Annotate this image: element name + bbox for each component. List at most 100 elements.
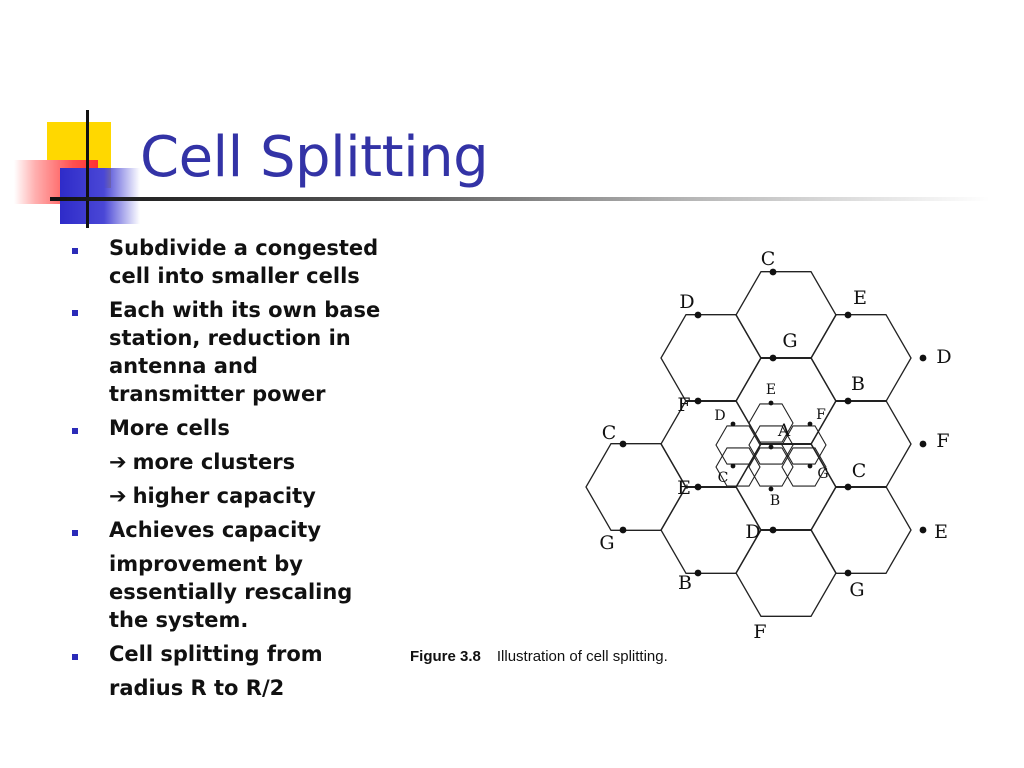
- bullet-line: transmitter power: [109, 382, 326, 406]
- large-cell-label: C: [852, 460, 867, 482]
- small-station-dot: [730, 421, 736, 427]
- large-cell-hexagon: [585, 443, 687, 531]
- base-station-dot: [619, 440, 627, 448]
- bullet-line: Each with its own base: [109, 298, 381, 322]
- bullet-marker: [72, 530, 78, 536]
- bullet-item: Subdivide a congested cell into smaller …: [70, 234, 405, 290]
- bullet-line: antenna and: [109, 354, 258, 378]
- bullet-line: essentially rescaling: [109, 580, 353, 604]
- small-station-dot: [807, 463, 813, 469]
- large-hex-grid: [585, 271, 912, 617]
- sub-item-text: higher capacity: [132, 484, 316, 508]
- bullet-item: Achieves capacity improvement by essenti…: [70, 516, 405, 634]
- sub-item: ➔higher capacity: [70, 482, 405, 510]
- base-station-dot: [919, 440, 927, 448]
- bullet-marker: [72, 428, 78, 434]
- bullet-item: Cell splitting from radius R to R/2: [70, 640, 405, 702]
- base-station-dot: [694, 569, 702, 577]
- slide-title: Cell Splitting: [140, 125, 489, 190]
- bullet-item: Each with its own base station, reductio…: [70, 296, 405, 408]
- large-cell-label: F: [753, 621, 766, 643]
- base-station-dot: [919, 526, 927, 534]
- figure-number: Figure 3.8: [410, 648, 481, 665]
- base-station-dot: [619, 526, 627, 534]
- large-cell-hexagon: [660, 314, 762, 402]
- bullet-line: cell into smaller cells: [109, 264, 360, 288]
- small-station-dot: [768, 444, 774, 450]
- base-station-dot: [769, 268, 777, 276]
- large-cell-hexagon: [735, 529, 837, 617]
- large-cell-label: D: [936, 346, 951, 368]
- small-cell-hexagon: [715, 425, 761, 465]
- large-cell-label: G: [599, 532, 614, 554]
- sub-item-text: more clusters: [132, 450, 296, 474]
- base-station-dot: [919, 354, 927, 362]
- bullet-line: More cells: [109, 416, 230, 440]
- base-station-dot: [844, 311, 852, 319]
- base-station-dot: [694, 311, 702, 319]
- small-cell-hexagon: [781, 447, 827, 487]
- large-cell-hexagon: [660, 400, 762, 488]
- large-cell-label: G: [782, 330, 797, 352]
- small-cell-labels: E D F A C G B: [714, 382, 828, 509]
- base-station-dot: [694, 397, 702, 405]
- large-cell-label: D: [745, 521, 760, 543]
- right-arrow-icon: ➔: [109, 484, 127, 508]
- large-cell-label: B: [678, 572, 692, 594]
- figure-caption: Figure 3.8 Illustration of cell splitting…: [410, 648, 668, 665]
- bullet-marker: [72, 654, 78, 660]
- bullet-marker: [72, 248, 78, 254]
- large-cell-label: C: [602, 422, 617, 444]
- base-station-dot: [694, 483, 702, 491]
- small-cell-label: B: [770, 493, 780, 509]
- large-cell-label: E: [853, 287, 867, 309]
- bullet-item: More cells: [70, 414, 405, 442]
- large-cell-label: G: [849, 579, 864, 601]
- large-cell-label: D: [679, 291, 694, 313]
- small-cell-label: A: [777, 421, 791, 441]
- large-cell-label: F: [936, 430, 949, 452]
- base-station-dots: [619, 268, 927, 577]
- small-station-dot: [768, 486, 774, 492]
- small-hex-grid: [715, 403, 827, 487]
- decor-blue-square: [60, 168, 140, 224]
- small-cell-hexagon: [748, 403, 794, 443]
- bullet-line: the system.: [109, 608, 249, 632]
- base-station-dot: [844, 483, 852, 491]
- small-cell-hexagon: [715, 447, 761, 487]
- small-station-dot: [807, 421, 813, 427]
- bullet-line: radius R to R/2: [109, 676, 285, 700]
- figure-caption-text: Illustration of cell splitting.: [496, 648, 668, 665]
- small-cell-label: C: [718, 470, 729, 486]
- small-cell-label: F: [816, 407, 826, 423]
- small-cell-label: D: [714, 408, 725, 424]
- large-cell-label: E: [934, 521, 948, 543]
- large-cell-hexagon: [810, 486, 912, 574]
- small-station-dot: [768, 400, 774, 406]
- base-station-dot: [769, 354, 777, 362]
- small-cell-hexagon: [748, 425, 794, 465]
- bullet-line: Achieves capacity: [109, 518, 322, 542]
- bullet-line: improvement by: [109, 552, 303, 576]
- bullet-marker: [72, 310, 78, 316]
- small-cell-label: E: [766, 382, 776, 398]
- base-station-dot: [769, 526, 777, 534]
- bullet-line: Cell splitting from: [109, 642, 323, 666]
- bullet-line: Subdivide a congested: [109, 236, 379, 260]
- right-arrow-icon: ➔: [109, 450, 127, 474]
- small-cell-hexagon: [748, 447, 794, 487]
- base-station-dot: [844, 569, 852, 577]
- large-cell-label: C: [761, 248, 776, 270]
- small-cell-label: G: [817, 466, 828, 482]
- bullet-list: Subdivide a congested cell into smaller …: [70, 234, 405, 702]
- large-cell-label: B: [851, 373, 865, 395]
- large-cell-label: E: [677, 477, 691, 499]
- title-underline: [50, 197, 990, 201]
- large-cell-label: F: [677, 394, 690, 416]
- base-station-dot: [844, 397, 852, 405]
- bullet-line: station, reduction in: [109, 326, 351, 350]
- sub-item: ➔more clusters: [70, 448, 405, 476]
